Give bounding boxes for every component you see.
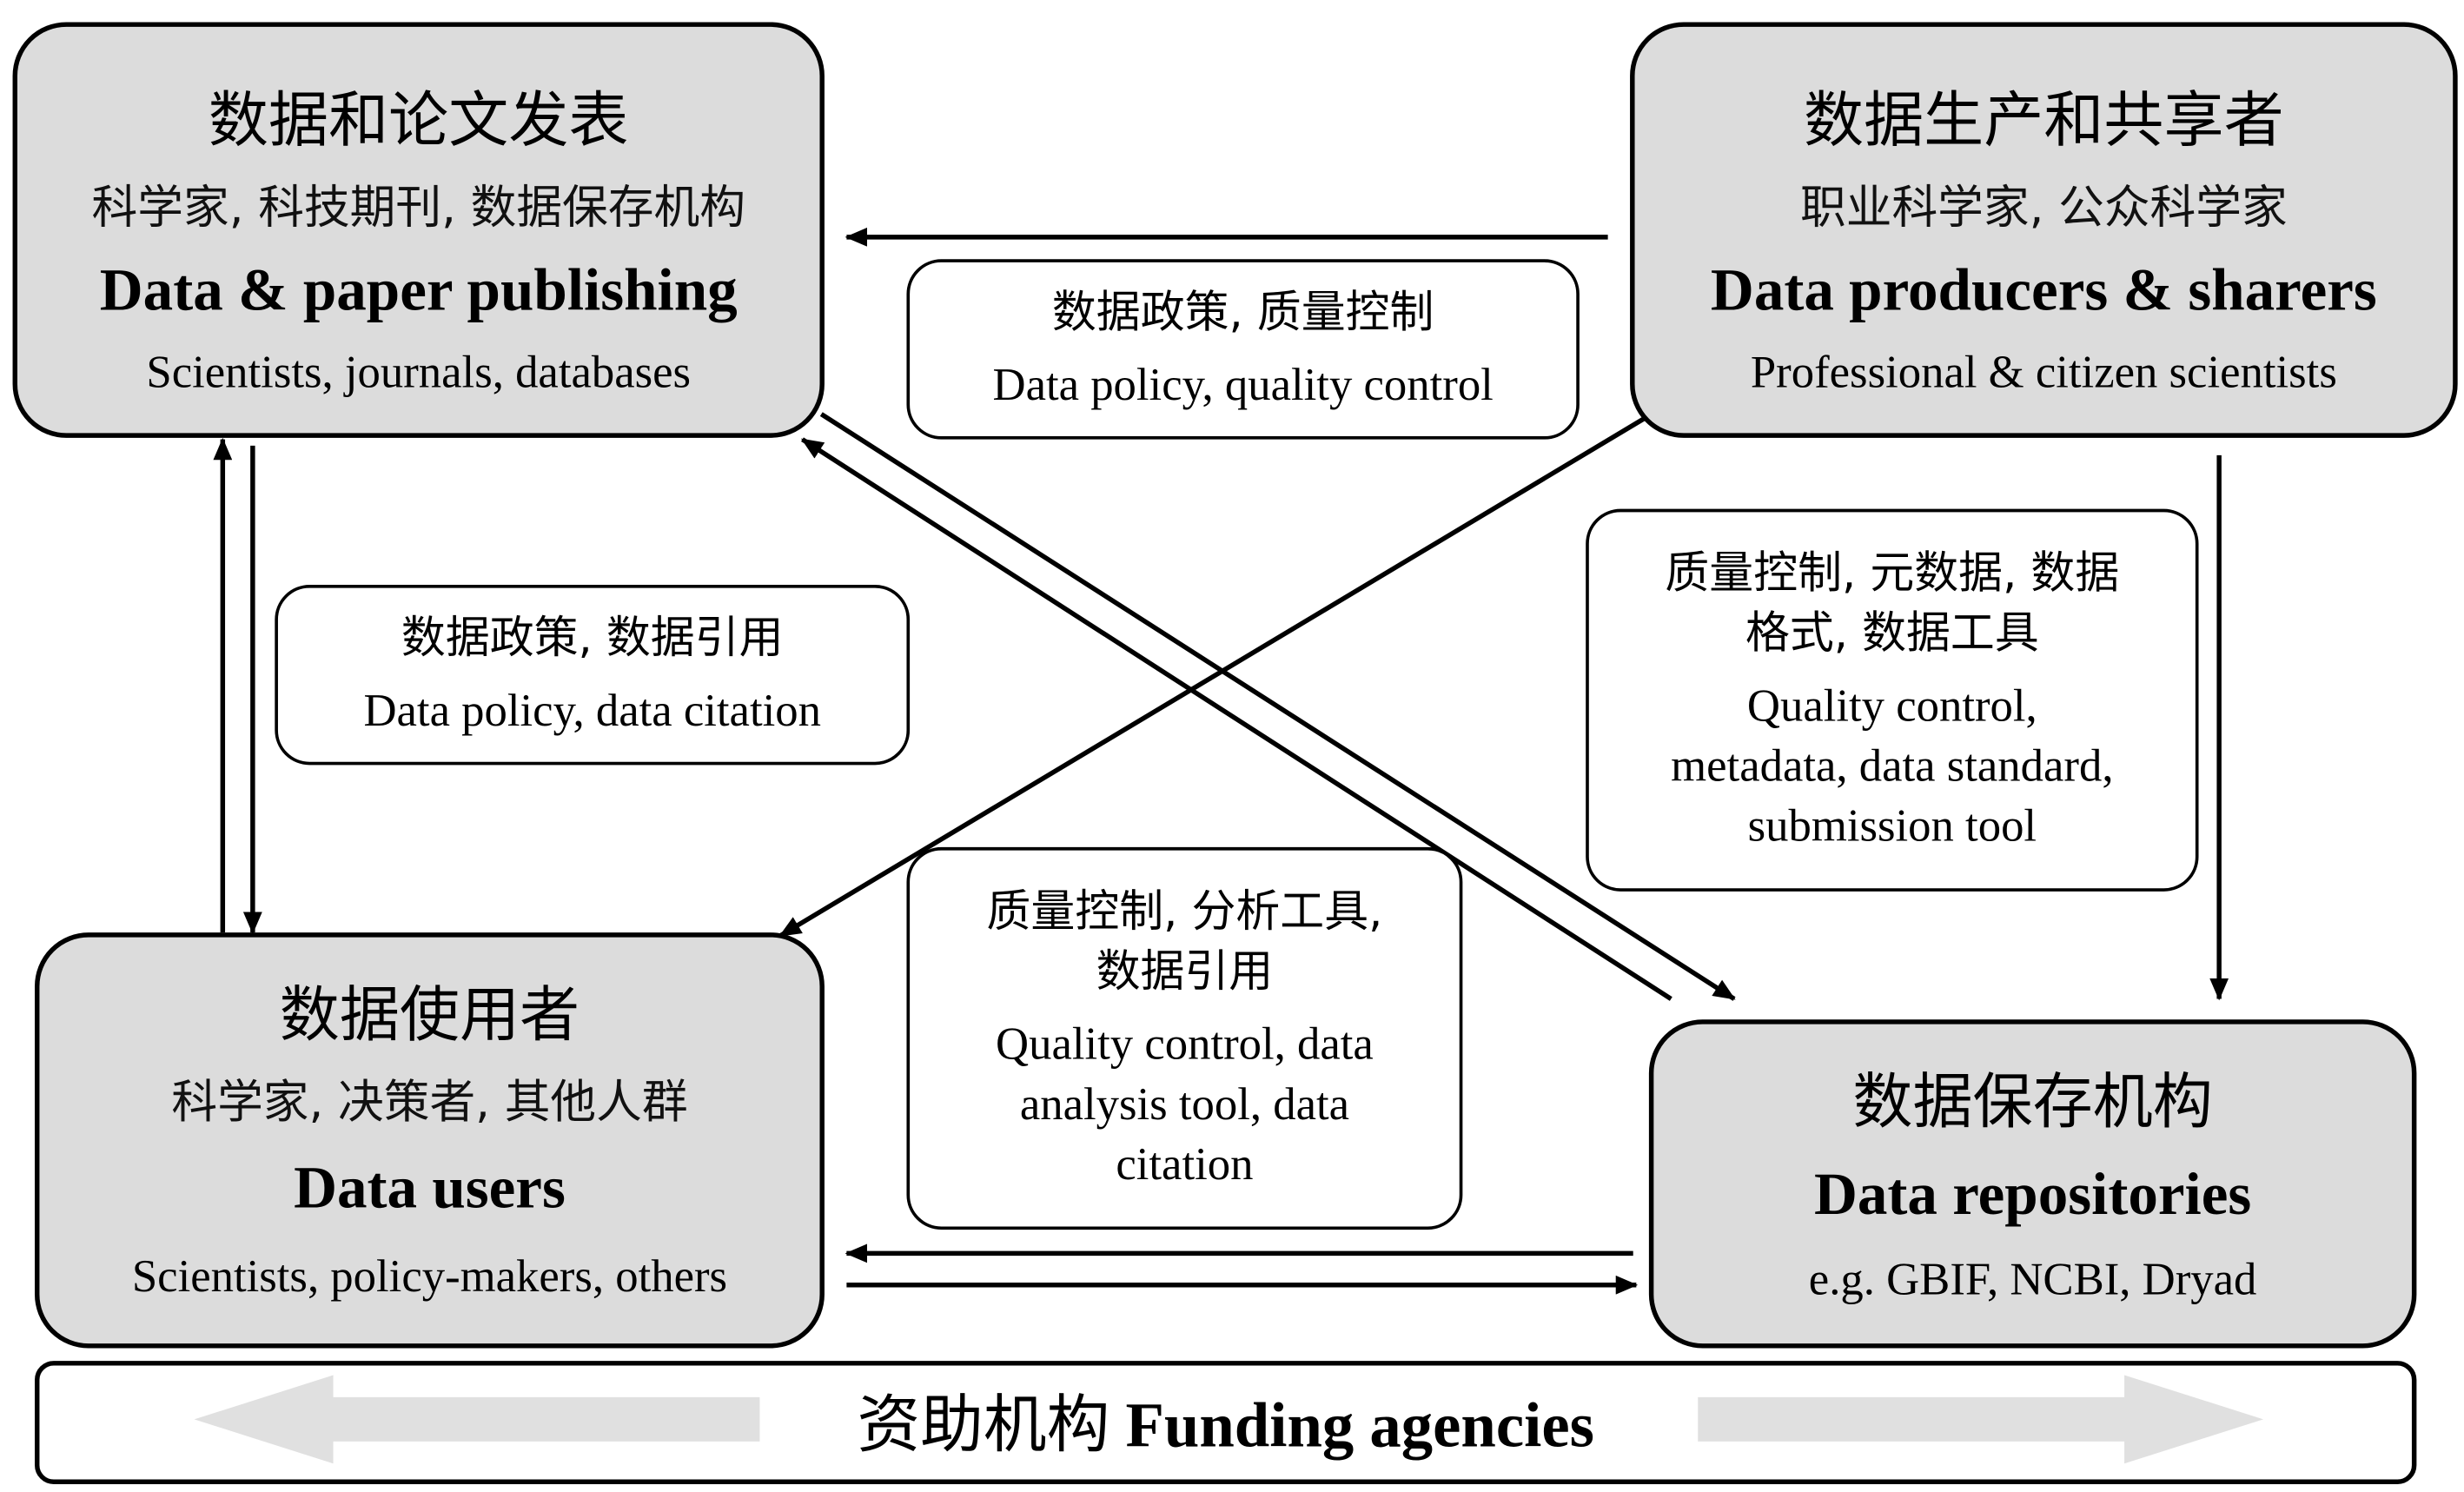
label-producers-to-publishing: 数据政策, 质量控制 Data policy, quality control [906, 259, 1580, 440]
node-publishing-en-sub: Scientists, journals, databases [146, 348, 692, 399]
node-repositories-en-title: Data repositories [1813, 1161, 2252, 1229]
label-producers-to-repositories-cn-2: 格式, 数据工具 [1745, 607, 2039, 660]
label-producers-to-repositories-en-1: Quality control, [1746, 680, 2037, 733]
label-repositories-users-cn-1: 质量控制, 分析工具, [986, 885, 1383, 938]
label-producers-to-publishing-en: Data policy, quality control [992, 360, 1494, 411]
funding-agencies-bar: 资助机构 Funding agencies [34, 1361, 2417, 1484]
node-publishing-en-title: Data & paper publishing [99, 257, 738, 324]
label-publishing-users-en: Data policy, data citation [363, 686, 821, 737]
node-users-en-title: Data users [294, 1155, 566, 1223]
node-producers-cn-sub: 职业科学家, 公众科学家 [1800, 180, 2288, 235]
node-data-repositories: 数据保存机构 Data repositories e.g. GBIF, NCBI… [1648, 1019, 2417, 1349]
label-repositories-users-en-3: citation [1116, 1139, 1254, 1190]
node-repositories-cn-title: 数据保存机构 [1852, 1066, 2213, 1137]
arrow-publishing-to-repositories [819, 412, 1736, 1001]
node-producers-en-sub: Professional & citizen scientists [1750, 348, 2337, 399]
label-publishing-users-cn: 数据政策, 数据引用 [401, 611, 784, 664]
arrow-repositories-to-publishing [800, 437, 1672, 1001]
node-users-cn-title: 数据使用者 [279, 979, 580, 1050]
node-repositories-en-sub: e.g. GBIF, NCBI, Dryad [1808, 1255, 2257, 1306]
node-users-cn-sub: 科学家, 决策者, 其他人群 [171, 1074, 688, 1129]
funding-label-en: Funding agencies [1125, 1389, 1594, 1461]
label-repositories-users-cn-2: 数据引用 [1096, 945, 1274, 998]
node-producers-en-title: Data producers & sharers [1710, 257, 2377, 324]
label-producers-to-repositories-cn-1: 质量控制, 元数据, 数据 [1665, 547, 2120, 600]
node-data-users: 数据使用者 科学家, 决策者, 其他人群 Data users Scientis… [34, 932, 825, 1349]
node-publishing-cn-sub: 科学家, 科技期刊, 数据保存机构 [91, 180, 745, 235]
node-users-en-sub: Scientists, policy-makers, others [131, 1251, 728, 1303]
label-producers-to-repositories-en-2: metadata, data standard, [1671, 741, 2114, 792]
label-producers-to-publishing-cn: 数据政策, 质量控制 [1051, 286, 1434, 339]
label-producers-to-repositories-en-3: submission tool [1747, 801, 2037, 852]
label-repositories-users-en-2: analysis tool, data [1019, 1079, 1350, 1131]
node-publishing-cn-title: 数据和论文发表 [208, 85, 629, 156]
node-data-paper-publishing: 数据和论文发表 科学家, 科技期刊, 数据保存机构 Data & paper p… [12, 22, 825, 438]
node-producers-cn-title: 数据生产和共享者 [1804, 85, 2284, 156]
funding-label: 资助机构 Funding agencies [39, 1388, 2411, 1463]
label-repositories-users: 质量控制, 分析工具, 数据引用 Quality control, data a… [906, 846, 1463, 1230]
arrow-producers-to-users [778, 414, 1651, 938]
funding-arrows [194, 1375, 2264, 1464]
label-publishing-users: 数据政策, 数据引用 Data policy, data citation [275, 584, 911, 766]
label-repositories-users-en-1: Quality control, data [996, 1019, 1374, 1071]
label-producers-to-repositories: 质量控制, 元数据, 数据 格式, 数据工具 Quality control, … [1586, 508, 2199, 892]
node-data-producers-sharers: 数据生产和共享者 职业科学家, 公众科学家 Data producers & s… [1630, 22, 2458, 438]
funding-label-cn: 资助机构 [857, 1389, 1110, 1462]
